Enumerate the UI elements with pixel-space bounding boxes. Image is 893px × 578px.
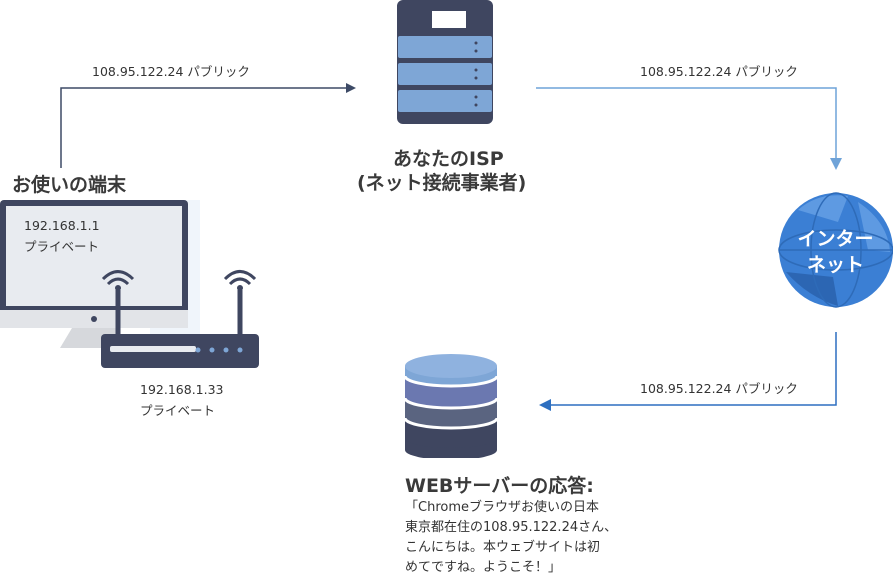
arrow-label-isp-internet: 108.95.122.24 パブリック <box>640 64 798 79</box>
router-icon <box>101 270 259 368</box>
arrow-computer-to-isp <box>60 83 356 168</box>
monitor-icon <box>0 200 200 348</box>
router-ip: 192.168.1.33 <box>140 382 224 397</box>
internet-line1: インター <box>797 228 874 250</box>
database-icon <box>405 354 497 458</box>
screen-ip: 192.168.1.1 <box>24 218 100 233</box>
arrow-isp-to-internet <box>536 87 842 170</box>
screen-type: プライベート <box>24 239 100 254</box>
isp-server-icon <box>397 0 493 124</box>
globe-icon <box>778 192 893 308</box>
server-response: 「Chromeブラウザお使いの日本 東京都在住の108.95.122.24さん、… <box>405 500 618 575</box>
computer-title: お使いの端末 <box>12 174 127 196</box>
server-title: WEBサーバーの応答: <box>405 475 594 497</box>
internet-line2: ネット <box>806 254 864 276</box>
isp-title-line1: あなたのISP <box>393 148 504 170</box>
arrow-label-computer-isp: 108.95.122.24 パブリック <box>92 64 250 79</box>
isp-title-line2: (ネット接続事業者) <box>357 172 527 194</box>
arrow-internet-to-server <box>539 332 837 411</box>
arrow-label-internet-server: 108.95.122.24 パブリック <box>640 381 798 396</box>
router-type: プライベート <box>140 403 216 418</box>
